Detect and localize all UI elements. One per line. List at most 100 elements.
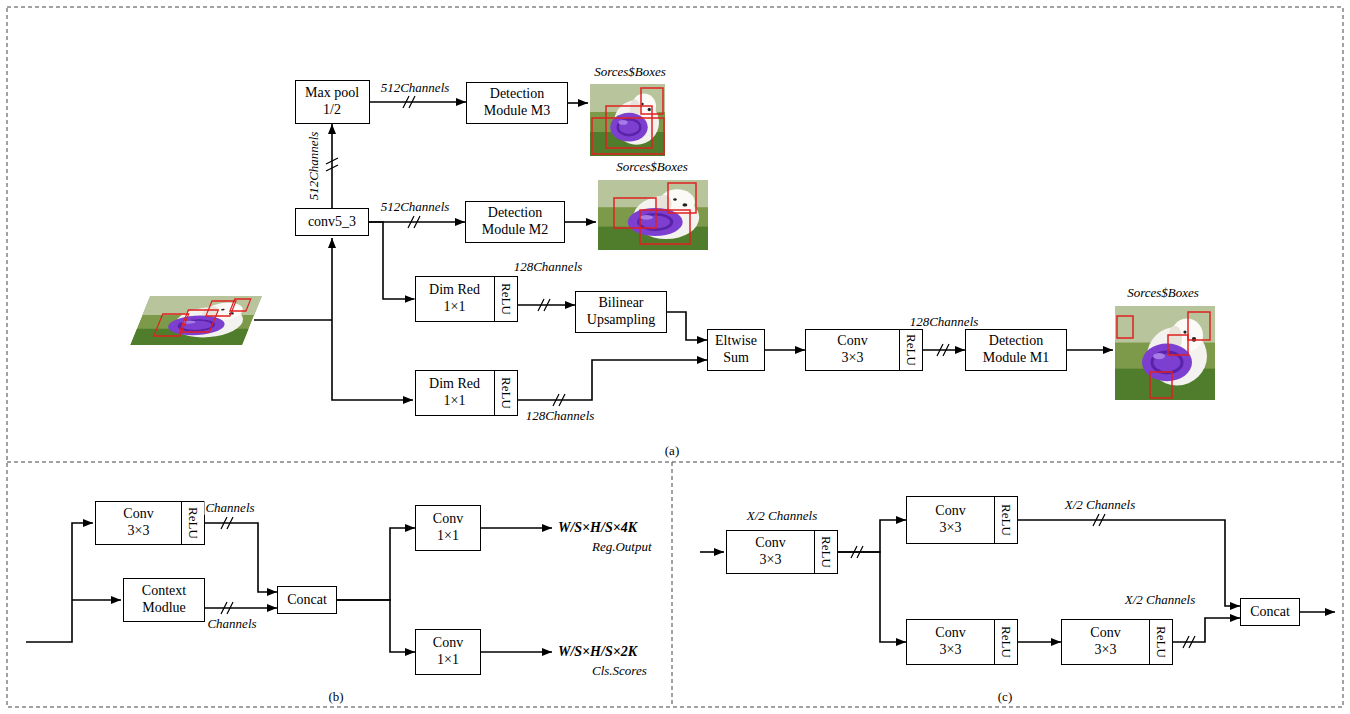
detection-box — [1150, 372, 1172, 398]
input-wire — [700, 551, 724, 553]
box-label: Conv 1×1 — [428, 511, 468, 545]
box-label: Bilinear Upsampling — [581, 295, 661, 329]
input-wire — [331, 238, 333, 320]
concat-box: Concat — [277, 586, 337, 614]
panel-divider — [672, 462, 673, 707]
activation-label: ReLU — [998, 626, 1014, 658]
output-name: Reg.Output — [592, 540, 652, 554]
channel-label: 128Channels — [525, 409, 596, 423]
box-label: Detection Module M2 — [475, 205, 555, 239]
detection-module-box: Detection Module M1 — [965, 329, 1067, 371]
box-body: Detection Module M3 — [467, 83, 567, 123]
detection-boxes — [154, 299, 251, 336]
detection-box — [614, 198, 656, 228]
detection-module-box: Detection Module M2 — [465, 201, 565, 243]
panel-divider — [7, 462, 1343, 463]
activation-label: ReLU — [998, 504, 1014, 536]
box-body: conv5_3 — [296, 209, 368, 235]
activation-compartment: ReLU — [994, 497, 1017, 543]
concat-box: Concat — [1240, 598, 1300, 626]
detection-box — [668, 183, 696, 213]
box-label: conv5_3 — [302, 214, 362, 231]
box-label: Conv 3×3 — [931, 503, 971, 537]
connector-arrow — [369, 222, 415, 299]
output-arrow — [1300, 611, 1335, 613]
input-wire — [254, 319, 332, 321]
box-label: Conv 3×3 — [751, 535, 791, 569]
channel-label: 128Channels — [909, 315, 980, 329]
layer-box: conv5_3 — [295, 208, 369, 236]
connector-arrow — [838, 520, 906, 552]
output-name: Cls.Scores — [592, 664, 647, 678]
connector-arrow — [765, 349, 805, 351]
panel-frame — [7, 7, 1343, 707]
output-arrow — [565, 221, 596, 223]
box-body: Conv 3×3 — [907, 497, 994, 543]
output-arrow — [481, 527, 552, 529]
layer-box: Conv 3×3 ReLU — [906, 496, 1018, 544]
channel-label: X/2 Channels — [747, 509, 817, 523]
panel-border — [7, 7, 1343, 707]
detection-box — [230, 299, 251, 311]
input-image — [130, 296, 262, 345]
box-body: Detection Module M2 — [466, 202, 564, 242]
box-body: Conv 3×3 — [727, 531, 814, 573]
activation-label: ReLU — [818, 536, 834, 568]
box-body: Conv 3×3 — [907, 620, 994, 664]
channel-label: Channels — [206, 617, 257, 631]
connector-arrow — [331, 124, 333, 208]
connector-arrow — [518, 360, 708, 400]
box-label: Conv 3×3 — [931, 625, 971, 659]
box-label: Concat — [1246, 604, 1294, 621]
box-label: Conv 3×3 — [833, 333, 873, 367]
box-body: Conv 1×1 — [416, 506, 480, 550]
photo — [1115, 306, 1215, 400]
connector-arrow — [205, 523, 277, 592]
detection-module-box: Detection Module M3 — [466, 82, 568, 124]
photo — [130, 296, 262, 345]
activation-compartment: ReLU — [814, 531, 837, 573]
box-label: Detection Module M1 — [976, 333, 1056, 367]
box-body: Conv 3×3 — [96, 502, 181, 544]
box-label: Context Modlue — [134, 583, 194, 617]
activation-label: ReLU — [903, 334, 919, 366]
box-label: Conv 1×1 — [428, 635, 468, 669]
channel-label: 128Channels — [513, 260, 584, 274]
output-caption: Sorces$Boxes — [1127, 286, 1199, 300]
layer-box: Conv 1×1 — [415, 505, 481, 551]
layer-box: Dim Red 1×1 ReLU — [415, 276, 518, 322]
connector-arrow — [838, 552, 906, 642]
box-body: Conv 3×3 — [1062, 620, 1149, 664]
output-image — [598, 180, 708, 250]
box-body: Concat — [278, 587, 336, 613]
connector-arrow — [205, 607, 277, 609]
layer-box: Conv 3×3 ReLU — [726, 530, 838, 574]
layer-box: Conv 1×1 — [415, 629, 481, 675]
pool-box: Max pool 1/2 — [295, 80, 370, 124]
detection-box — [606, 106, 652, 148]
activation-compartment: ReLU — [494, 371, 517, 415]
sum-box: Eltwise Sum — [707, 329, 765, 371]
connector-arrow — [370, 101, 467, 103]
box-label: Dim Red 1×1 — [427, 376, 482, 410]
output-image — [1115, 306, 1215, 400]
layer-box: Conv 3×3ReLU — [1061, 619, 1173, 665]
box-label: Concat — [283, 592, 331, 609]
activation-label: ReLU — [498, 283, 514, 315]
box-body: Dim Red 1×1 — [416, 277, 494, 321]
activation-compartment: ReLU — [181, 502, 204, 544]
activation-compartment: ReLU — [494, 277, 517, 321]
detection-box — [1188, 312, 1210, 340]
connector-arrow — [1173, 618, 1240, 642]
connector-arrow — [1018, 641, 1061, 643]
layer-box: Conv 3×3ReLU — [95, 501, 205, 545]
box-label: Dim Red 1×1 — [427, 282, 482, 316]
output-arrow — [1067, 349, 1113, 351]
box-body: Context Modlue — [124, 579, 204, 621]
connector-arrow — [667, 312, 707, 340]
layer-box: Conv 3×3 ReLU — [805, 329, 923, 371]
photo — [590, 84, 665, 156]
output-caption: Sorces$Boxes — [594, 65, 666, 79]
